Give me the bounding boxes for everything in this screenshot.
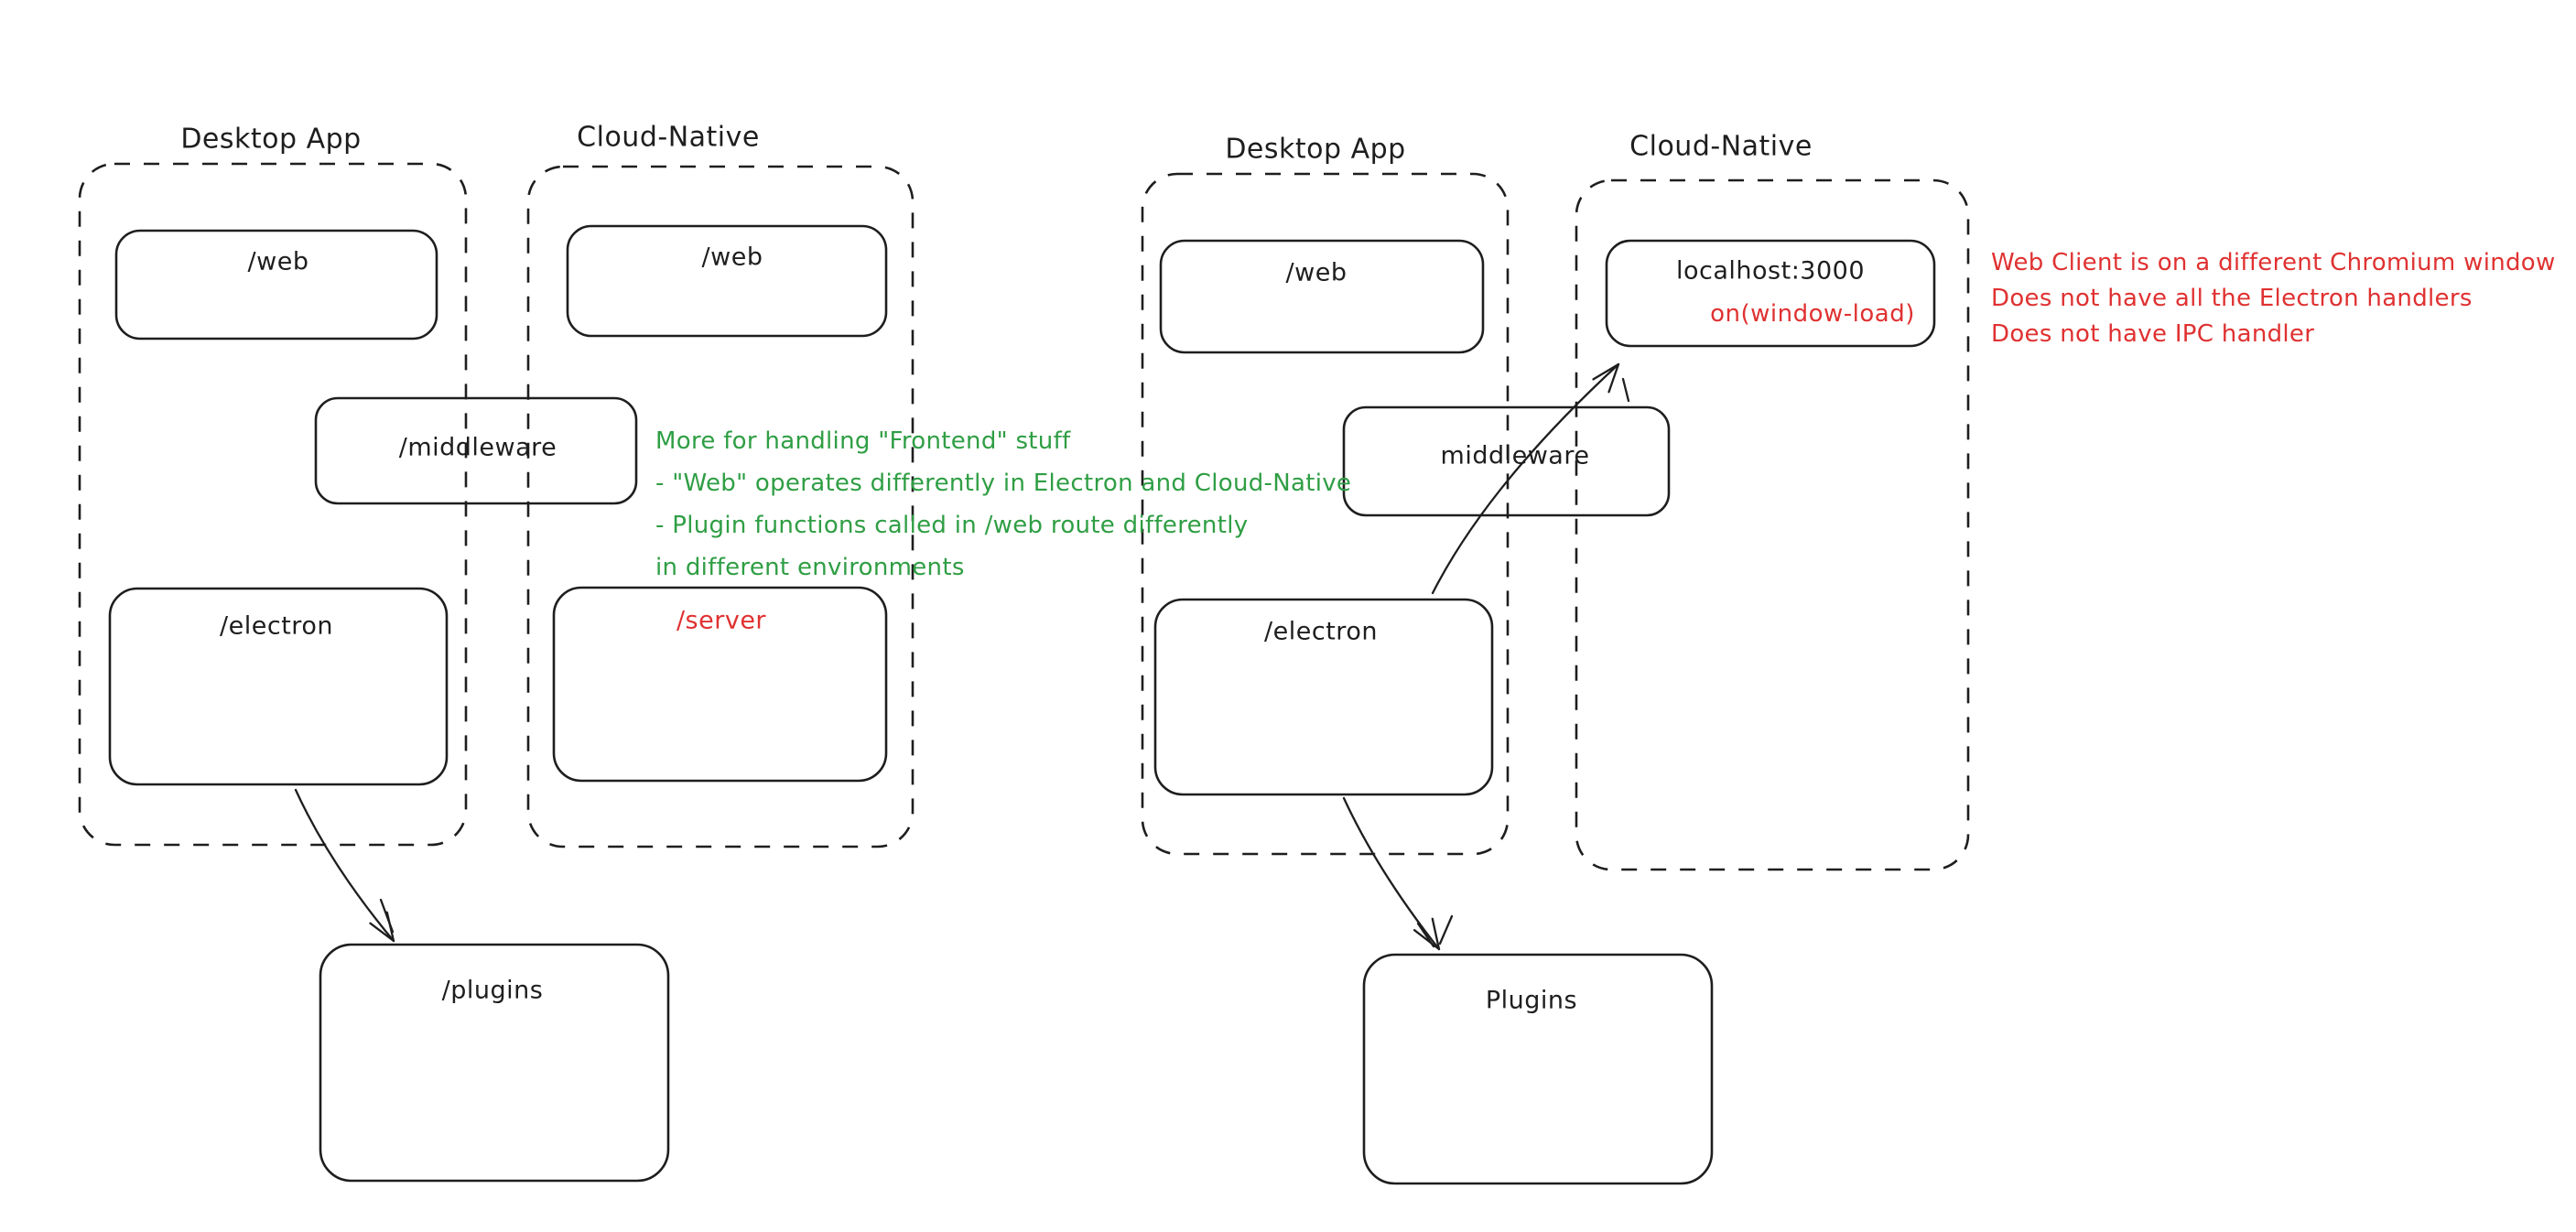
box-label-web-cloud-left: /web — [701, 243, 763, 272]
box-label-middleware-left: /middleware — [398, 433, 557, 462]
arrow-shaft — [294, 788, 395, 943]
arrowhead — [1592, 362, 1620, 394]
box-electron-right[interactable] — [1153, 598, 1494, 796]
green-annotation[interactable]: More for handling "Frontend" stuff - "We… — [655, 420, 1351, 589]
box-label-plugins-right: Plugins — [1485, 986, 1578, 1015]
box-middleware-left[interactable] — [314, 396, 638, 505]
red-annotation-line: Does not have IPC handler — [1991, 320, 2315, 348]
box-label-plugins-left: /plugins — [441, 976, 544, 1005]
arrow-electron-to-plugins-left[interactable] — [294, 788, 395, 943]
red-annotation-line: Does not have all the Electron handlers — [1991, 285, 2473, 312]
arrow-electron-to-localhost-right[interactable] — [1431, 362, 1630, 595]
box-label-electron-right: /electron — [1264, 617, 1378, 646]
arrowhead-extra-stroke — [1621, 377, 1630, 403]
box-label-window-load-event: on(window-load) — [1710, 300, 1915, 328]
group-label-desktop-right[interactable]: Desktop App — [1225, 133, 1406, 166]
box-middleware-right[interactable] — [1342, 405, 1671, 517]
box-web-desktop-left[interactable] — [114, 229, 438, 340]
arrowhead-extra-stroke — [1416, 922, 1435, 948]
arrowhead-extra-stroke — [1438, 914, 1454, 946]
group-label-desktop-left[interactable]: Desktop App — [180, 123, 362, 156]
box-label-electron-left: /electron — [220, 611, 333, 641]
arrow-electron-to-plugins-right[interactable] — [1342, 796, 1454, 951]
red-annotation-line: Web Client is on a different Chromium wi… — [1991, 249, 2556, 276]
box-electron-left[interactable] — [108, 587, 449, 786]
red-annotation[interactable]: Web Client is on a different Chromium wi… — [1991, 245, 2556, 352]
box-label-localhost-right: localhost:3000 — [1675, 256, 1866, 286]
green-annotation-line: More for handling "Frontend" stuff — [655, 427, 1071, 455]
box-label-web-right: /web — [1285, 258, 1348, 287]
box-label-server-left: /server — [676, 606, 767, 635]
arrowhead-extra-stroke — [379, 898, 395, 934]
arrowhead — [1412, 917, 1441, 951]
box-server-left[interactable] — [552, 586, 888, 783]
box-web-right[interactable] — [1159, 239, 1485, 354]
dashed-container-desktop-right[interactable] — [1141, 172, 1510, 856]
dashed-container-cloud-left[interactable] — [526, 165, 915, 848]
green-annotation-line: in different environments — [655, 554, 965, 581]
box-label-middleware-right: middleware — [1440, 441, 1590, 470]
arrow-shaft — [1431, 362, 1620, 595]
box-web-cloud-left[interactable] — [566, 224, 888, 338]
dashed-container-cloud-right[interactable] — [1575, 178, 1970, 871]
group-label-cloud-right[interactable]: Cloud-Native — [1629, 130, 1813, 163]
box-plugins-right[interactable] — [1362, 953, 1714, 1185]
arrow-shaft — [1342, 796, 1441, 951]
box-plugins-left[interactable] — [319, 943, 670, 1183]
box-localhost-right[interactable] — [1605, 239, 1936, 348]
group-label-cloud-left[interactable]: Cloud-Native — [577, 121, 760, 154]
box-label-web-desktop-left: /web — [247, 247, 309, 276]
green-annotation-line: - Plugin functions called in /web route … — [655, 512, 1249, 539]
green-annotation-line: - "Web" operates differently in Electron… — [655, 470, 1352, 497]
